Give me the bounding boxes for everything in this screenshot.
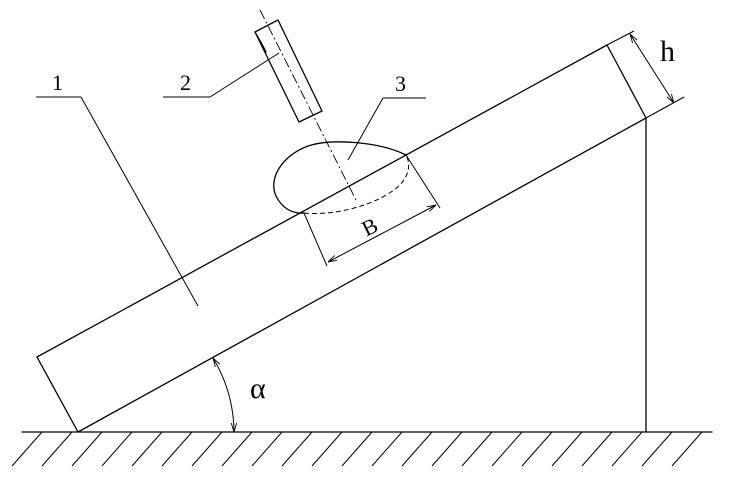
label-part-3: 3: [395, 71, 406, 96]
dimension-b: [303, 154, 441, 267]
ground: [11, 431, 713, 467]
label-height-h: h: [660, 35, 675, 68]
label-part-2: 2: [180, 70, 191, 95]
leader-2: [163, 52, 280, 98]
label-width-b: B: [358, 212, 382, 241]
inclined-plate: [36, 44, 647, 433]
ground-hatching: [11, 431, 703, 467]
dimension-h: [606, 30, 685, 119]
label-part-1: 1: [52, 70, 63, 95]
torch-electrode: [254, 9, 357, 201]
leader-1: [36, 96, 199, 307]
label-angle-alpha: α: [250, 372, 266, 405]
leader-3: [347, 97, 426, 161]
weld-pool: [273, 141, 410, 215]
angle-arc: [213, 358, 234, 432]
